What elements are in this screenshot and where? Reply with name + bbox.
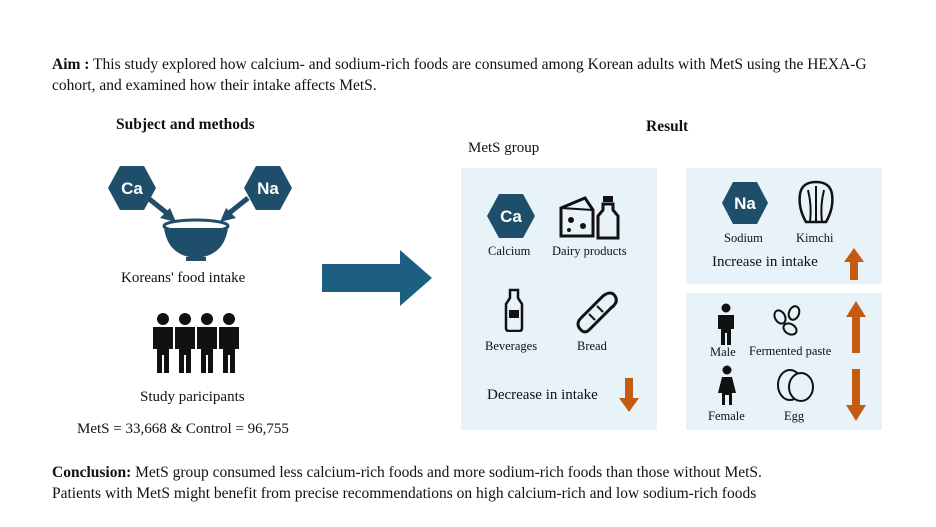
down-arrow-icon	[619, 378, 639, 412]
male-label: Male	[710, 345, 736, 359]
na-symbol-left: Na	[257, 179, 279, 198]
sodium-hexagon-icon: Na	[722, 182, 768, 224]
up-arrow-icon	[846, 301, 866, 353]
conclusion-paragraph: Conclusion: MetS group consumed less cal…	[52, 462, 902, 504]
increase-trend-label: Increase in intake	[712, 254, 818, 270]
conclusion-line-1: Conclusion: MetS group consumed less cal…	[52, 462, 902, 483]
result-heading: Result	[646, 118, 689, 135]
ca-symbol-left: Ca	[121, 179, 143, 198]
kimchi-icon	[798, 180, 834, 224]
down-arrow-icon	[846, 369, 866, 421]
cheese-milk-icon	[559, 196, 620, 240]
male-icon	[718, 303, 734, 345]
calcium-label: Calcium	[488, 244, 531, 258]
sodium-label: Sodium	[724, 231, 763, 245]
conclusion-line-2: Patients with MetS might benefit from pr…	[52, 485, 757, 502]
subject-methods-heading: Subject and methods	[116, 116, 255, 133]
food-intake-diagram: Ca Na	[108, 166, 292, 261]
bowl-icon	[162, 218, 230, 261]
bottle-icon	[504, 288, 524, 332]
beans-icon	[773, 305, 801, 336]
food-intake-label: Koreans' food intake	[121, 270, 246, 286]
increase-panel: Na Sodium Kimchi Increase in intake	[686, 168, 882, 284]
conclusion-label: Conclusion:	[52, 464, 132, 481]
beverages-label: Beverages	[485, 339, 538, 353]
calcium-hexagon-icon: Ca	[487, 194, 535, 238]
egg-icon	[777, 369, 814, 402]
kimchi-label: Kimchi	[796, 231, 834, 245]
egg-label: Egg	[784, 409, 805, 423]
female-label: Female	[708, 409, 745, 423]
aim-paragraph: Aim : This study explored how calcium- a…	[52, 54, 892, 96]
calcium-hexagon-icon: Ca	[108, 166, 156, 210]
bread-label: Bread	[577, 339, 607, 353]
dairy-label: Dairy products	[552, 244, 627, 258]
arrow-ca-to-bowl-icon	[146, 196, 176, 222]
sodium-hexagon-icon: Na	[244, 166, 292, 210]
decrease-panel: Ca Calcium Dairy products Beverages Brea…	[461, 168, 657, 430]
conclusion-text-1: MetS group consumed less calcium-rich fo…	[131, 464, 762, 481]
people-icon	[153, 313, 239, 373]
mets-group-label: MetS group	[468, 140, 540, 156]
na-symbol-result: Na	[734, 194, 756, 213]
female-icon	[718, 365, 736, 405]
sex-panel: Male Fermented paste Female Egg	[686, 293, 882, 430]
fermented-label: Fermented paste	[749, 344, 832, 358]
aim-text: This study explored how calcium- and sod…	[52, 56, 867, 94]
bread-icon	[576, 291, 618, 334]
participant-counts: MetS = 33,668 & Control = 96,755	[77, 421, 289, 437]
decrease-trend-label: Decrease in intake	[487, 387, 598, 403]
participants-label: Study paricipants	[140, 389, 245, 405]
ca-symbol-result: Ca	[500, 207, 522, 226]
aim-label: Aim :	[52, 56, 90, 73]
arrow-na-to-bowl-icon	[220, 196, 250, 222]
big-right-arrow-icon	[322, 250, 432, 306]
up-arrow-icon	[844, 248, 864, 280]
